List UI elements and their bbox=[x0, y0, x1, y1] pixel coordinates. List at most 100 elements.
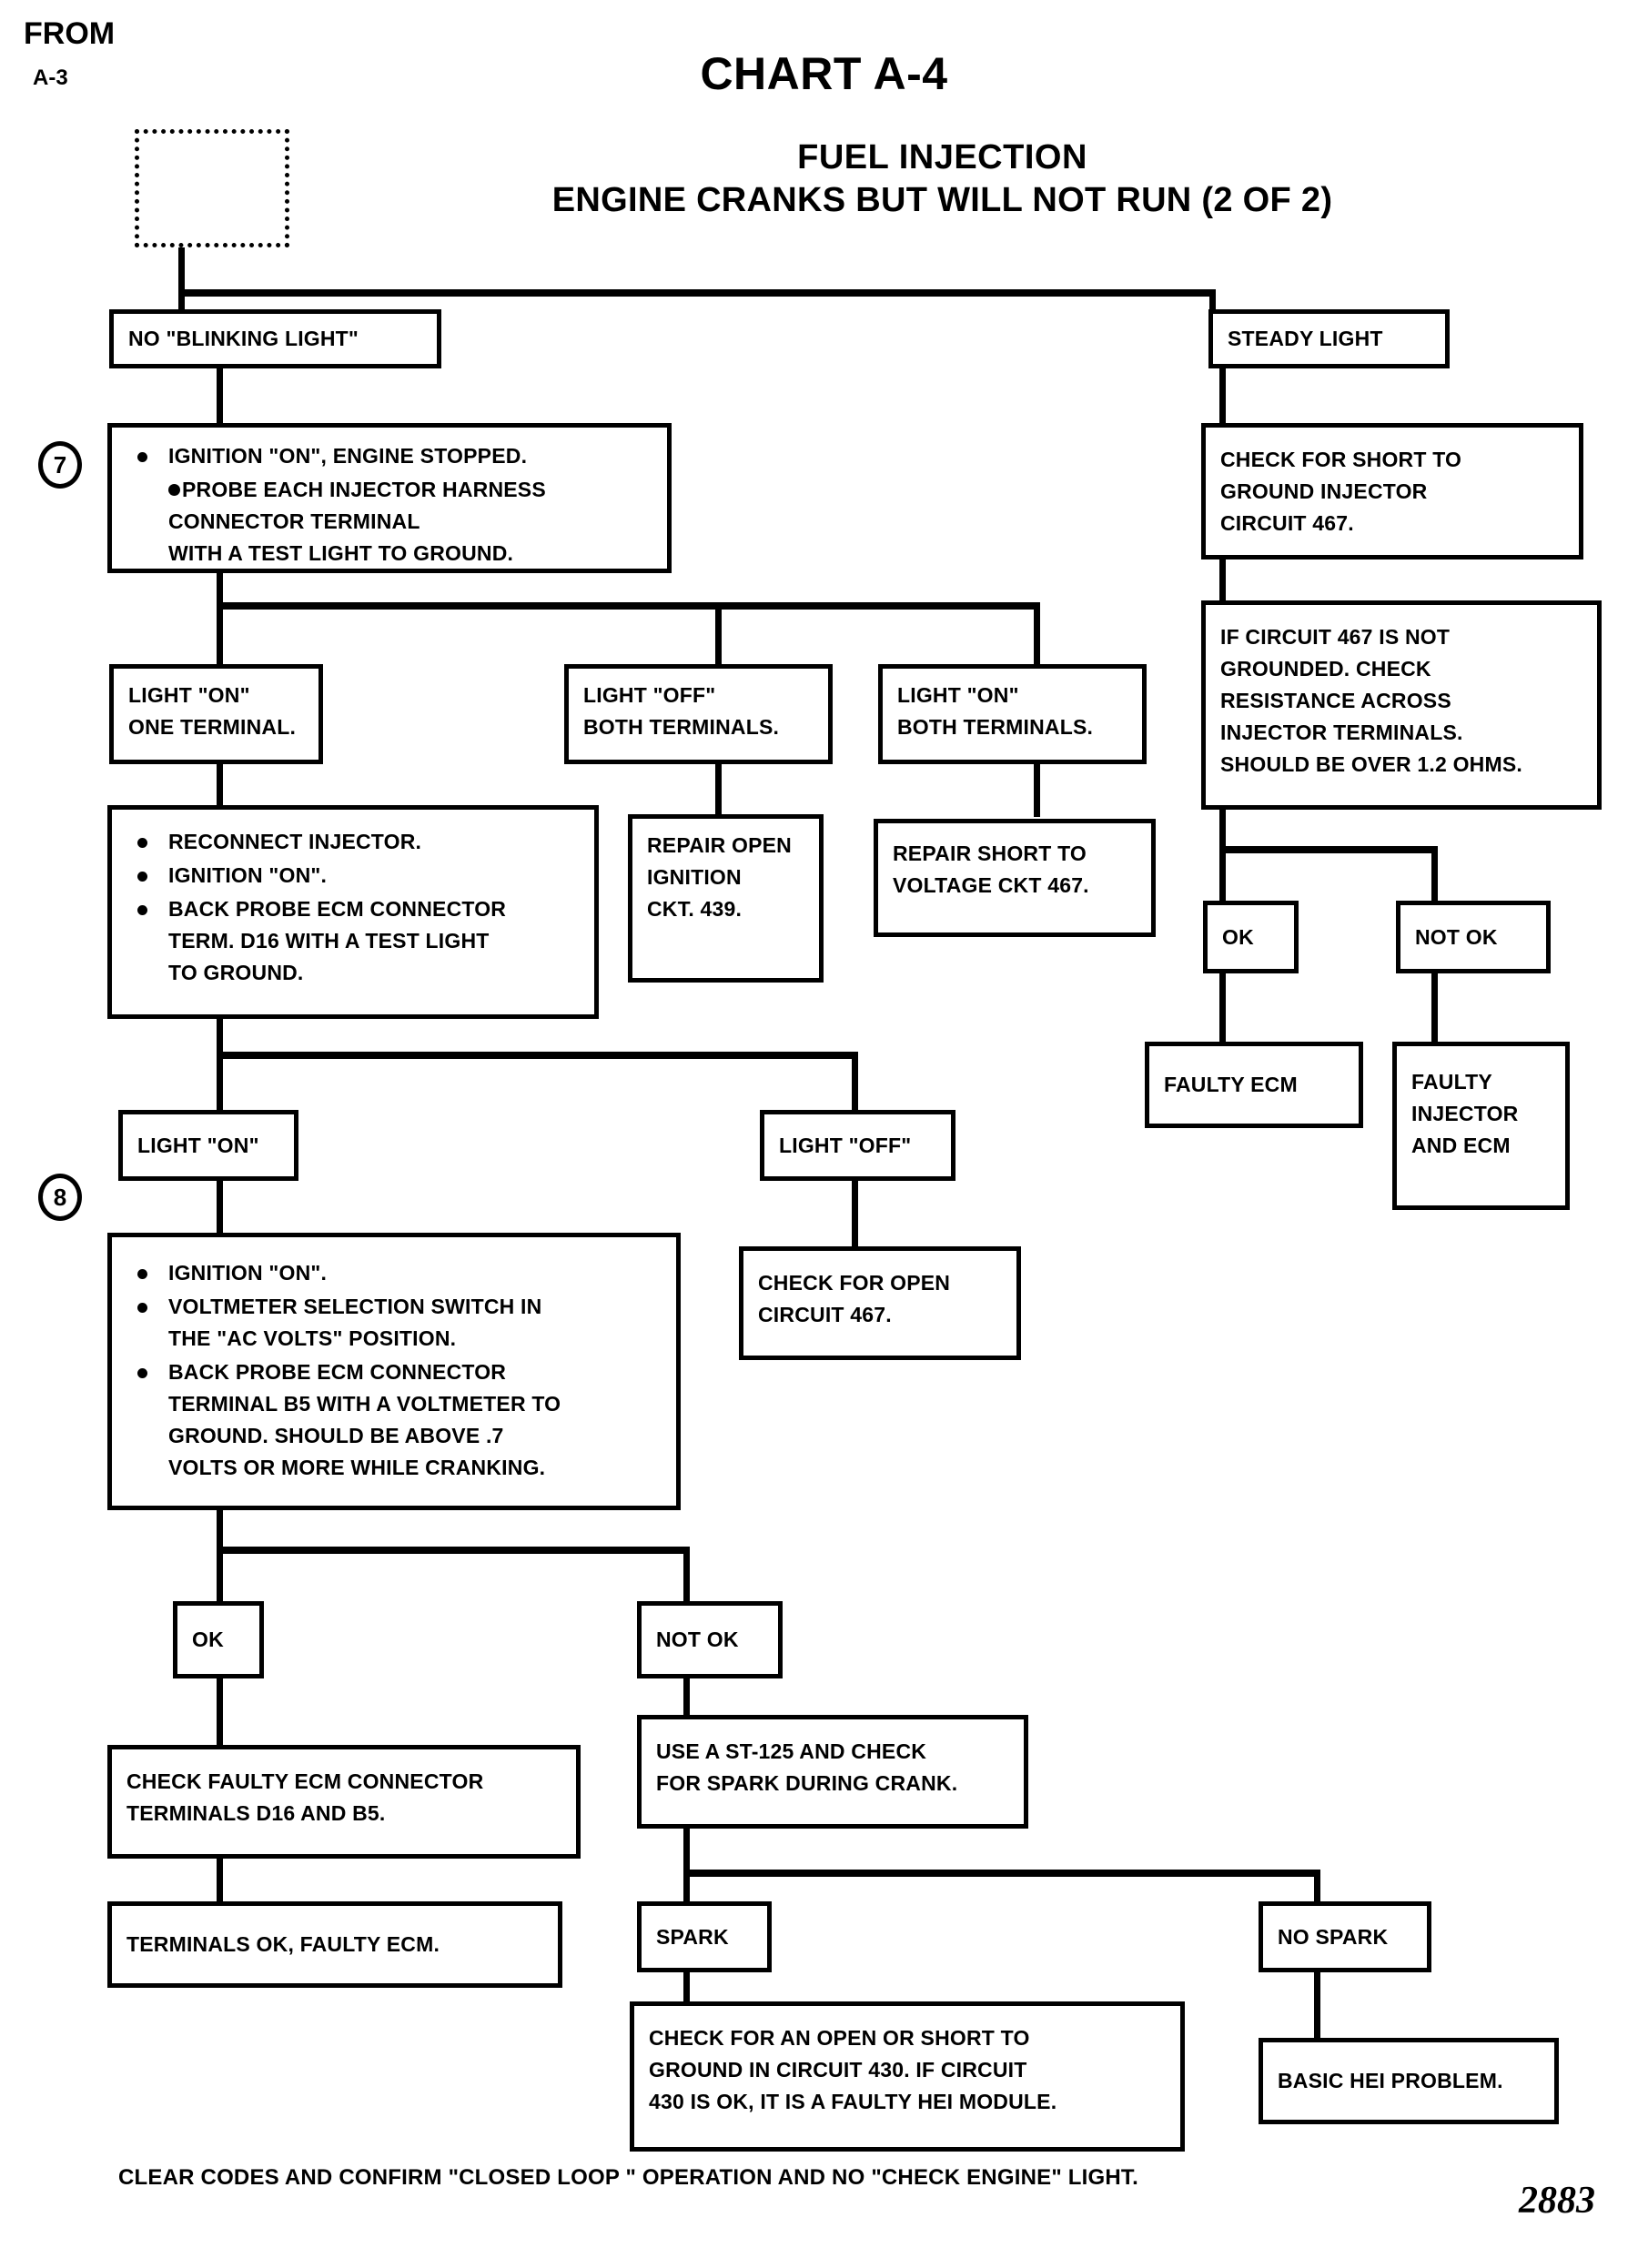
box-check-short-to-ground[interactable]: CHECK FOR SHORT TO GROUND INJECTOR CIRCU… bbox=[1201, 423, 1583, 559]
connector-ok-right-down bbox=[1219, 973, 1226, 1046]
bullet-dot-icon bbox=[137, 872, 147, 882]
connector-if467-down bbox=[1219, 810, 1226, 852]
connector-spark-down bbox=[683, 1972, 690, 2011]
box-no-blinking-light[interactable]: NO "BLINKING LIGHT" bbox=[109, 309, 441, 368]
box-faulty-ecm-right[interactable]: FAULTY ECM bbox=[1145, 1042, 1363, 1128]
connector-to-light-on-step8 bbox=[217, 1052, 223, 1115]
if-circuit-467-line-4: INJECTOR TERMINALS. bbox=[1220, 721, 1463, 744]
bullet-dot-icon bbox=[137, 1368, 147, 1378]
connector-step7-spine bbox=[217, 602, 1040, 610]
step8-bullet-1: IGNITION "ON". bbox=[126, 1257, 662, 1289]
reconnect-bullet-1: RECONNECT INJECTOR. bbox=[126, 826, 580, 858]
box-no-blinking-light-label: NO "BLINKING LIGHT" bbox=[128, 327, 359, 350]
box-if-circuit-467-not-grounded[interactable]: IF CIRCUIT 467 IS NOT GROUNDED. CHECK RE… bbox=[1201, 600, 1602, 810]
box-not-ok-bottom[interactable]: NOT OK bbox=[637, 1601, 783, 1678]
box-terminals-ok-faulty-ecm[interactable]: TERMINALS OK, FAULTY ECM. bbox=[107, 1901, 562, 1988]
not-ok-right-label: NOT OK bbox=[1415, 924, 1498, 949]
box-light-on-both-terminals[interactable]: LIGHT "ON" BOTH TERMINALS. bbox=[878, 664, 1147, 764]
bullet-dot-icon bbox=[168, 484, 180, 496]
box-step7-instructions[interactable]: IGNITION "ON", ENGINE STOPPED. PROBE EAC… bbox=[107, 423, 672, 573]
check-open-short-430-line-2: GROUND IN CIRCUIT 430. IF CIRCUIT bbox=[649, 2058, 1027, 2082]
reconnect-bullet-list: RECONNECT INJECTOR. IGNITION "ON". BACK … bbox=[126, 826, 580, 989]
chart-subtitle-line-1: FUEL INJECTION bbox=[797, 138, 1087, 176]
light-on-both-terminals-line-2: BOTH TERMINALS. bbox=[897, 715, 1094, 739]
light-off-both-terminals-line-2: BOTH TERMINALS. bbox=[583, 715, 780, 739]
box-repair-open-ignition[interactable]: REPAIR OPEN IGNITION CKT. 439. bbox=[628, 814, 824, 983]
footer-note: CLEAR CODES AND CONFIRM "CLOSED LOOP " O… bbox=[118, 2165, 1138, 2190]
connector-to-no-spark bbox=[1314, 1870, 1320, 1913]
faulty-injector-and-ecm-line-1: FAULTY bbox=[1411, 1070, 1492, 1094]
step7-bullet-2: PROBE EACH INJECTOR HARNESS CONNECTOR TE… bbox=[168, 478, 546, 565]
connector-step7-to-light-on-both bbox=[1034, 602, 1040, 686]
repair-short-voltage-line-1: REPAIR SHORT TO bbox=[893, 842, 1087, 865]
box-ok-bottom[interactable]: OK bbox=[173, 1601, 264, 1678]
connector-light-on-both-down bbox=[1034, 764, 1040, 817]
connector-to-steady-light bbox=[1209, 289, 1216, 313]
terminals-ok-faulty-ecm-label: TERMINALS OK, FAULTY ECM. bbox=[126, 1932, 440, 1956]
box-repair-short-voltage[interactable]: REPAIR SHORT TO VOLTAGE CKT 467. bbox=[874, 819, 1156, 937]
repair-open-ignition-line-2: IGNITION bbox=[647, 865, 742, 889]
connector-no-blinking-to-step7 bbox=[217, 368, 223, 423]
box-spark[interactable]: SPARK bbox=[637, 1901, 772, 1972]
connector-step8-result-spine bbox=[217, 1547, 690, 1554]
connector-top-spine bbox=[178, 289, 1216, 297]
basic-hei-problem-label: BASIC HEI PROBLEM. bbox=[1278, 2069, 1503, 2092]
box-check-open-circuit-467[interactable]: CHECK FOR OPEN CIRCUIT 467. bbox=[739, 1246, 1021, 1360]
box-ok-right[interactable]: OK bbox=[1203, 901, 1299, 973]
check-faulty-ecm-connector-line-1: CHECK FAULTY ECM CONNECTOR bbox=[126, 1769, 484, 1793]
if-circuit-467-line-3: RESISTANCE ACROSS bbox=[1220, 689, 1451, 712]
connector-light-off-step8-down bbox=[852, 1181, 858, 1252]
connector-ok-bottom-down bbox=[217, 1678, 223, 1751]
light-on-one-terminal-line-1: LIGHT "ON" bbox=[128, 683, 250, 707]
step7-bullet-1: IGNITION "ON", ENGINE STOPPED. bbox=[126, 440, 652, 472]
box-basic-hei-problem[interactable]: BASIC HEI PROBLEM. bbox=[1259, 2038, 1559, 2124]
box-no-spark[interactable]: NO SPARK bbox=[1259, 1901, 1431, 1972]
light-off-step8-label: LIGHT "OFF" bbox=[779, 1133, 912, 1157]
step-marker-8: 8 bbox=[38, 1174, 82, 1221]
box-steady-light[interactable]: STEADY LIGHT bbox=[1208, 309, 1450, 368]
connector-check-short-to-if-467 bbox=[1219, 559, 1226, 610]
chart-subtitle: FUEL INJECTION ENGINE CRANKS BUT WILL NO… bbox=[273, 136, 1612, 222]
connector-step7-down bbox=[217, 573, 223, 608]
connector-to-spark bbox=[683, 1870, 690, 1913]
connector-no-spark-down bbox=[1314, 1972, 1320, 2047]
chart-title: CHART A-4 bbox=[700, 48, 948, 99]
box-check-open-short-430[interactable]: CHECK FOR AN OPEN OR SHORT TO GROUND IN … bbox=[630, 2001, 1185, 2152]
box-steady-light-label: STEADY LIGHT bbox=[1228, 327, 1383, 350]
step7-bullet-list: IGNITION "ON", ENGINE STOPPED. PROBE EAC… bbox=[126, 440, 652, 570]
box-light-on-one-terminal[interactable]: LIGHT "ON" ONE TERMINAL. bbox=[109, 664, 323, 764]
bullet-dot-icon bbox=[137, 1269, 147, 1279]
connector-light-on-step8-down bbox=[217, 1181, 223, 1235]
connector-step8-spine bbox=[217, 1052, 858, 1059]
repair-open-ignition-line-3: CKT. 439. bbox=[647, 897, 743, 921]
box-light-off-both-terminals[interactable]: LIGHT "OFF" BOTH TERMINALS. bbox=[564, 664, 833, 764]
faulty-injector-and-ecm-line-2: INJECTOR bbox=[1411, 1102, 1519, 1125]
check-short-ground-line-2: GROUND INJECTOR bbox=[1220, 479, 1428, 503]
box-step8-instructions[interactable]: IGNITION "ON". VOLTMETER SELECTION SWITC… bbox=[107, 1233, 681, 1510]
connector-light-on-one-down bbox=[217, 764, 223, 807]
box-not-ok-right[interactable]: NOT OK bbox=[1396, 901, 1551, 973]
connector-step7-to-light-on-one bbox=[217, 602, 223, 686]
box-faulty-injector-and-ecm[interactable]: FAULTY INJECTOR AND ECM bbox=[1392, 1042, 1570, 1210]
box-reconnect-injector[interactable]: RECONNECT INJECTOR. IGNITION "ON". BACK … bbox=[107, 805, 599, 1019]
connector-not-ok-right-down bbox=[1431, 973, 1438, 1046]
box-light-off-step8[interactable]: LIGHT "OFF" bbox=[760, 1110, 955, 1181]
light-on-one-terminal-line-2: ONE TERMINAL. bbox=[128, 715, 297, 739]
connector-to-not-ok-right bbox=[1431, 846, 1438, 902]
use-st125-line-2: FOR SPARK DURING CRANK. bbox=[656, 1771, 958, 1795]
box-use-st125[interactable]: USE A ST-125 AND CHECK FOR SPARK DURING … bbox=[637, 1715, 1028, 1829]
box-check-faulty-ecm-connector[interactable]: CHECK FAULTY ECM CONNECTOR TERMINALS D16… bbox=[107, 1745, 581, 1859]
connector-st125-down bbox=[683, 1829, 690, 1876]
connector-reconnect-down bbox=[217, 1019, 223, 1058]
connector-step7-to-light-off-both bbox=[715, 602, 722, 686]
connector-not-ok-bottom-down bbox=[683, 1678, 690, 1722]
ok-bottom-label: OK bbox=[192, 1628, 224, 1651]
bullet-dot-icon bbox=[137, 1303, 147, 1313]
faulty-injector-and-ecm-line-3: AND ECM bbox=[1411, 1134, 1511, 1157]
box-light-on-step8[interactable]: LIGHT "ON" bbox=[118, 1110, 298, 1181]
step8-bullet-list: IGNITION "ON". VOLTMETER SELECTION SWITC… bbox=[126, 1257, 662, 1484]
check-faulty-ecm-connector-line-2: TERMINALS D16 AND B5. bbox=[126, 1801, 386, 1825]
if-circuit-467-line-2: GROUNDED. CHECK bbox=[1220, 657, 1431, 680]
reconnect-bullet-3: BACK PROBE ECM CONNECTOR TERM. D16 WITH … bbox=[126, 893, 580, 989]
chart-subtitle-line-2: ENGINE CRANKS BUT WILL NOT RUN (2 OF 2) bbox=[551, 181, 1333, 219]
